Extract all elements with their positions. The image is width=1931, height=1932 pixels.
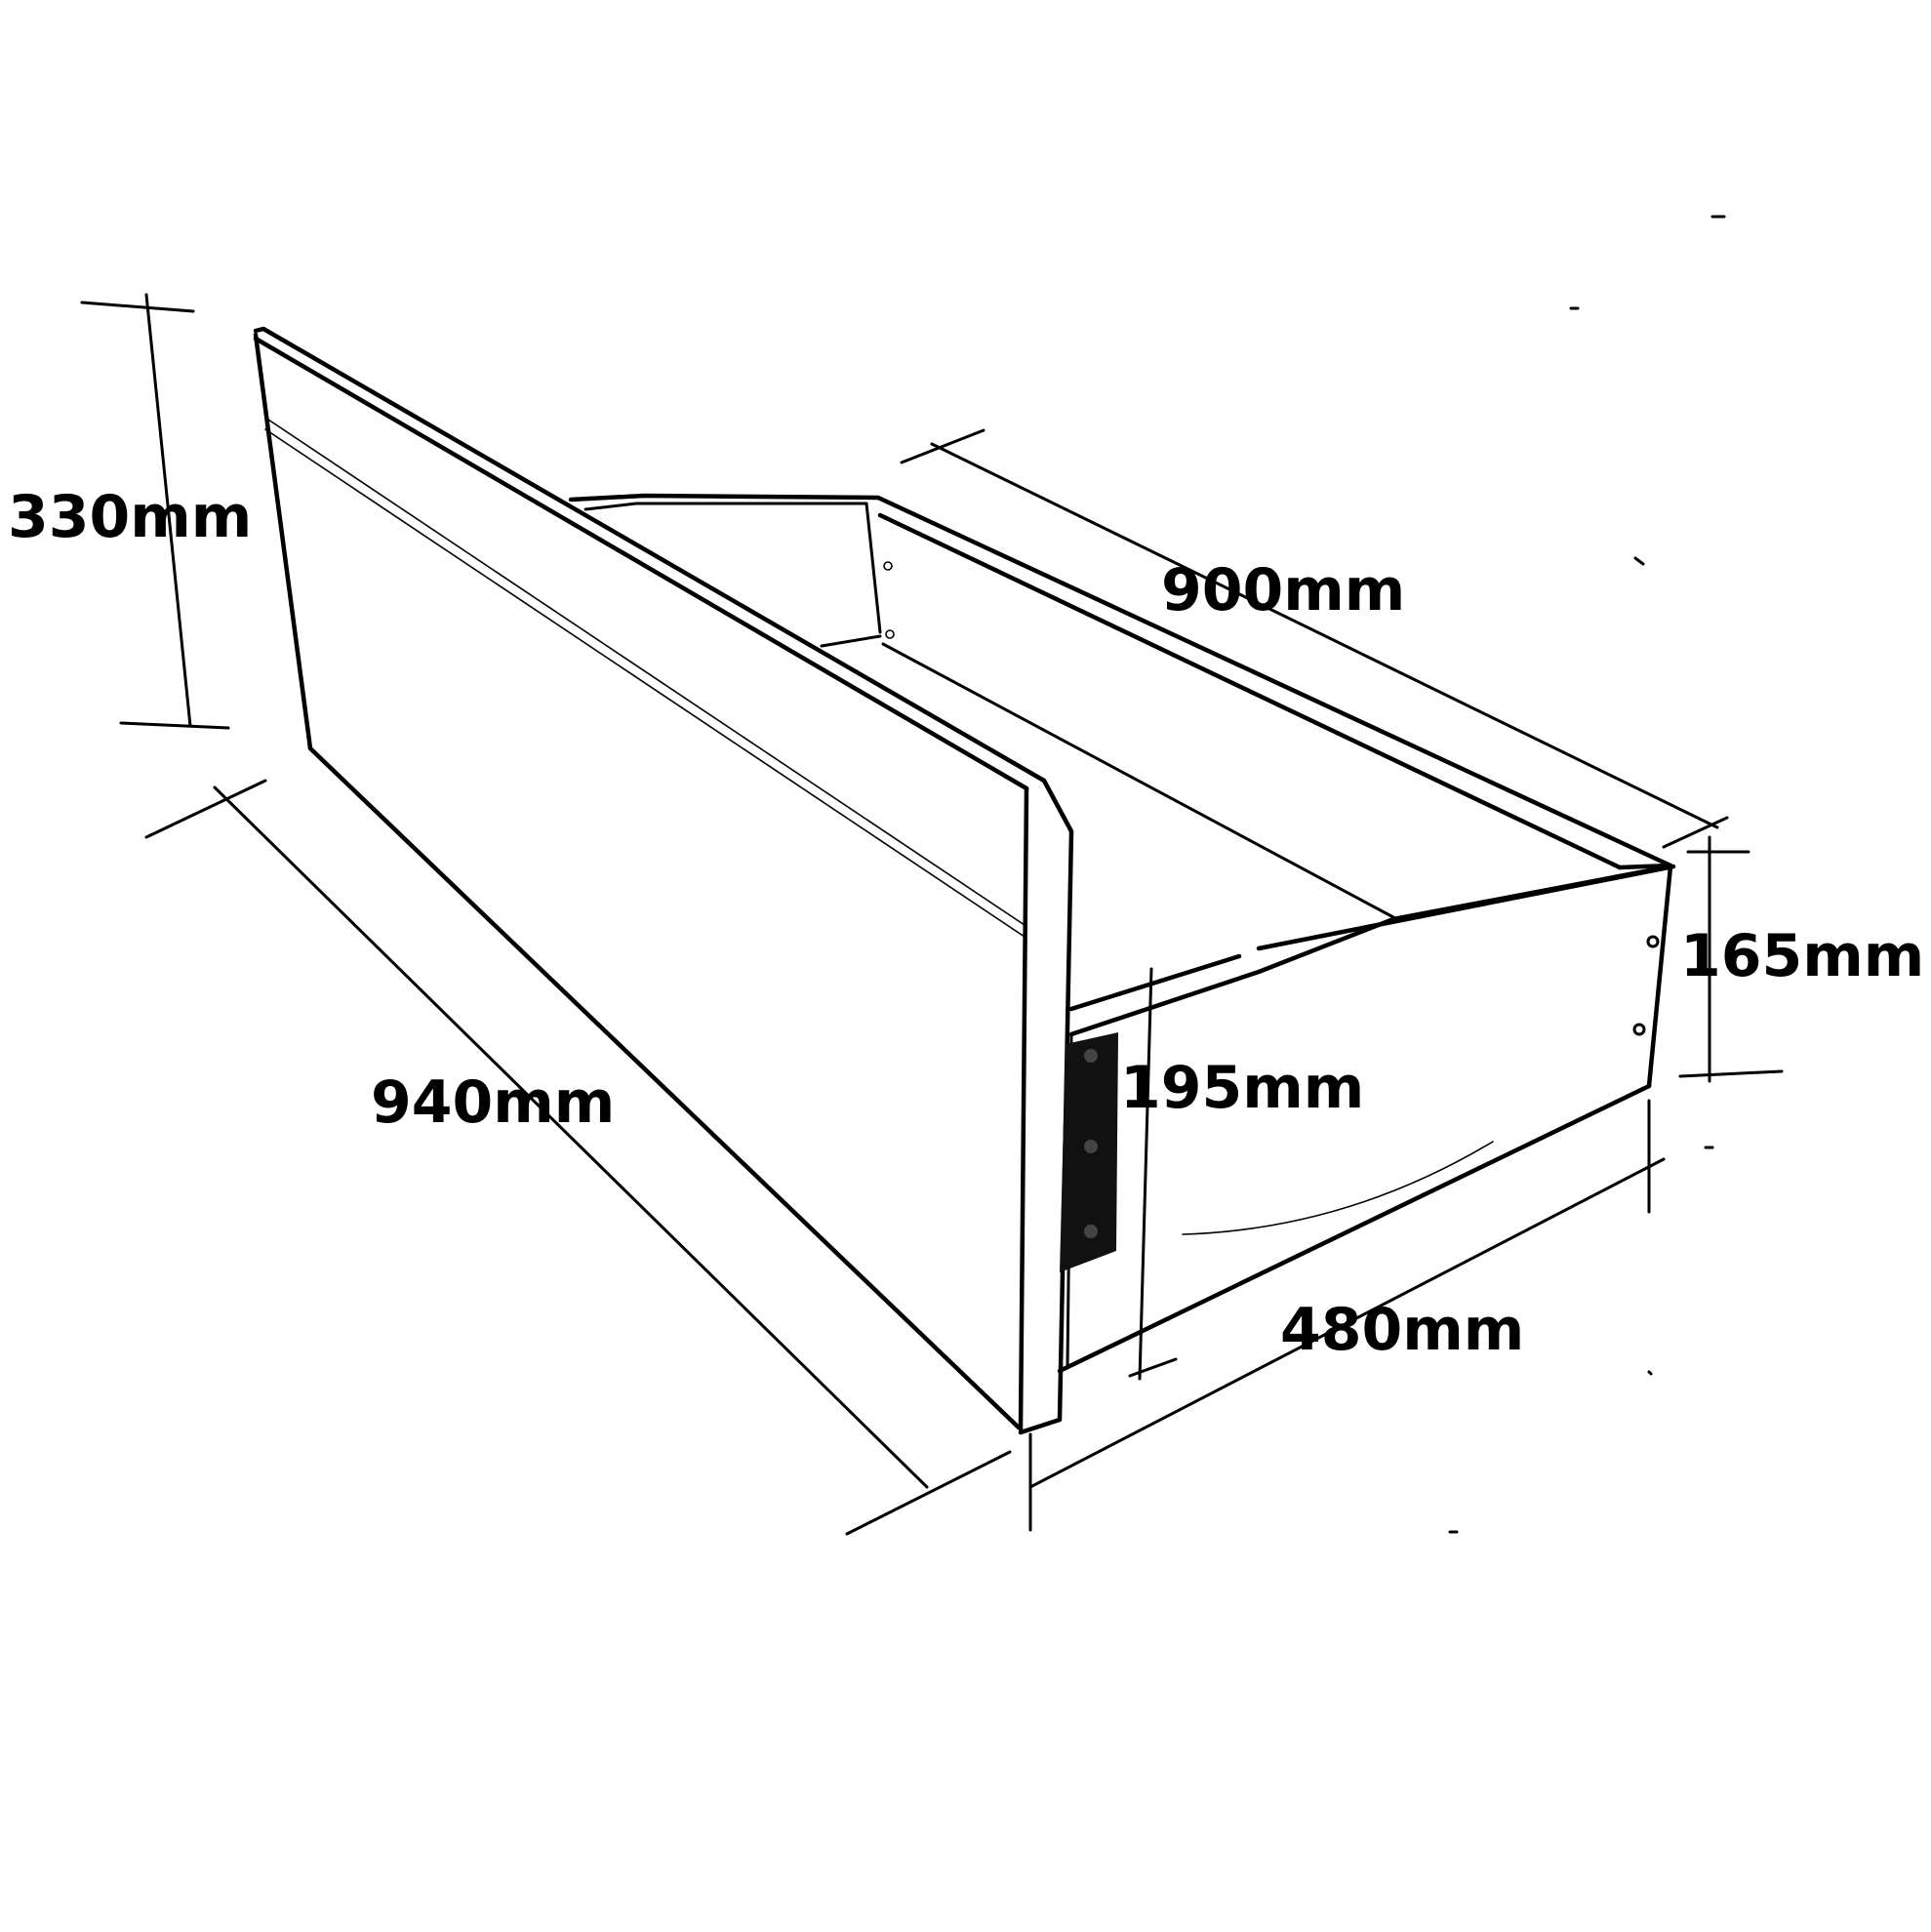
dimension-label-480: 480mm [1280, 1296, 1524, 1364]
dimension-lines [80, 293, 1784, 1536]
dimension-label-940: 940mm [371, 1068, 615, 1137]
far-side-panel [875, 495, 1673, 919]
left-side-panel [253, 326, 1074, 1435]
dimension-label-900: 900mm [1161, 556, 1405, 624]
back-panel [568, 493, 882, 648]
dimension-label-165: 165mm [1680, 922, 1924, 990]
drawer-runner [1060, 1032, 1118, 1272]
dimension-label-330: 330mm [8, 483, 252, 551]
stray-marks [1448, 215, 1726, 1534]
dimension-label-195: 195mm [1120, 1054, 1364, 1122]
